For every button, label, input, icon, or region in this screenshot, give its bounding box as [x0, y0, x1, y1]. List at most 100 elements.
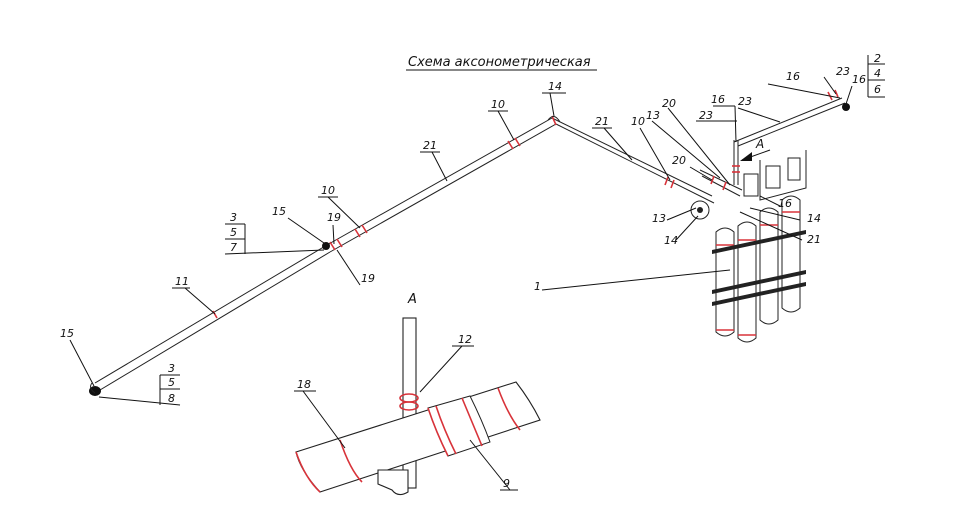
nozzle-right-body	[842, 103, 850, 111]
coupling-11	[212, 310, 218, 319]
label-10b: 10	[491, 98, 505, 111]
rack-bar-lower	[712, 282, 806, 306]
nozzle-right-mark2	[834, 89, 839, 98]
label-15-left: 15	[60, 327, 74, 340]
callouts: 15 3 5 8 11 3 5 7 15 19 19 10	[60, 52, 885, 491]
view-a-arrowhead	[740, 152, 752, 161]
leader-21b	[603, 127, 633, 161]
leader-13-lower	[666, 207, 697, 221]
coupling-10a	[354, 228, 361, 238]
leader-21a	[431, 151, 448, 182]
leader-23-branch	[737, 107, 781, 123]
label-16-riser: 16	[711, 93, 725, 106]
pipe-segment-mid-top	[326, 117, 553, 246]
coupling-10a2	[361, 224, 368, 234]
label-11: 11	[175, 275, 189, 288]
detail-coupling-9-red-c	[461, 397, 483, 447]
label-23-branch: 23	[738, 95, 752, 108]
branch-pipe-bottom	[737, 102, 846, 147]
leader-16-branch	[767, 83, 841, 99]
coupling-20	[710, 175, 715, 185]
detail-branch	[377, 469, 409, 496]
detail-coupling-9-red-b	[435, 405, 457, 455]
coupling-10c2	[670, 179, 675, 189]
leader-21-right	[739, 211, 803, 241]
label-14-lower: 14	[664, 234, 678, 247]
elbow-14-mark	[551, 115, 557, 126]
label-10a: 10	[321, 184, 335, 197]
label-3-upper: 3	[230, 211, 237, 224]
leader-12	[419, 345, 463, 393]
leader-15-left	[69, 339, 95, 387]
rack-frame	[759, 150, 807, 201]
label-6: 6	[874, 83, 881, 96]
section-a-label: А	[407, 292, 417, 307]
leader-3-5-7	[224, 249, 325, 255]
label-9: 9	[503, 477, 510, 490]
valve-head-2	[765, 165, 781, 189]
leader-14-top	[549, 92, 555, 117]
label-5-upper: 5	[230, 226, 237, 239]
detail-ring-12-bottom	[399, 401, 419, 411]
detail-pipe-ring-1	[339, 439, 363, 483]
leader-9	[469, 439, 511, 491]
nozzle-left-body	[89, 386, 101, 396]
main-pipeline	[89, 89, 850, 396]
pipe-segment-right-bottom	[555, 123, 715, 204]
label-16-right: 16	[852, 73, 866, 86]
label-4: 4	[874, 67, 881, 80]
label-16-branch: 16	[786, 70, 800, 83]
label-21a: 21	[423, 139, 437, 152]
coupling-10b2	[514, 137, 521, 147]
elbow-top	[547, 116, 561, 123]
label-19-lower: 19	[361, 272, 375, 285]
manifold-pipe-bottom	[701, 175, 741, 197]
leader-1	[541, 269, 731, 291]
leader-18	[302, 390, 346, 449]
leader-16-riser	[734, 105, 737, 143]
label-5-lower: 5	[168, 376, 175, 389]
nozzle-left-elbow	[90, 382, 96, 394]
coupling-19	[329, 241, 336, 251]
valve-head-1	[743, 173, 759, 197]
collector-end-center	[697, 207, 703, 213]
leader-10c	[639, 127, 671, 181]
leader-19-upper	[332, 224, 335, 245]
coupling-red-marks	[212, 115, 740, 319]
label-12: 12	[458, 333, 472, 346]
label-21b: 21	[595, 115, 609, 128]
label-14-top: 14	[548, 80, 562, 93]
leader-3-5-8	[98, 396, 181, 406]
label-1: 1	[534, 280, 541, 293]
cylinder-4	[781, 195, 801, 313]
coupling-10c	[664, 176, 669, 186]
coupling-19b	[336, 238, 343, 248]
pipe-segment-right-top	[551, 117, 713, 197]
leader-20-lower	[689, 166, 713, 181]
rack-bar-upper	[712, 230, 806, 254]
detail-coupling-9-red-a	[427, 407, 449, 457]
pipe-segment-left-top	[94, 244, 328, 384]
label-23-right: 23	[836, 65, 850, 78]
nozzle-left	[89, 382, 101, 396]
leader-13-upper	[651, 120, 721, 179]
valve-head-3	[787, 157, 801, 181]
title-text: Схема аксонометрическая	[408, 55, 591, 70]
detail-pipe-end-red	[295, 451, 321, 493]
tee-mid	[322, 242, 330, 250]
label-14-right: 14	[807, 212, 821, 225]
label-13-upper: 13	[646, 109, 660, 122]
label-7: 7	[230, 241, 237, 254]
cylinder-1	[715, 227, 735, 337]
coupling-20b	[722, 181, 727, 191]
leader-10a	[327, 196, 361, 229]
leader-14-right	[749, 207, 801, 221]
detail-a: А	[295, 292, 541, 496]
label-3-lower: 3	[168, 362, 175, 375]
label-18: 18	[297, 378, 311, 391]
leader-10b	[497, 110, 515, 141]
leader-14-lower	[675, 215, 699, 241]
label-19-upper: 19	[327, 211, 341, 224]
branch-pipe-top	[733, 97, 843, 143]
